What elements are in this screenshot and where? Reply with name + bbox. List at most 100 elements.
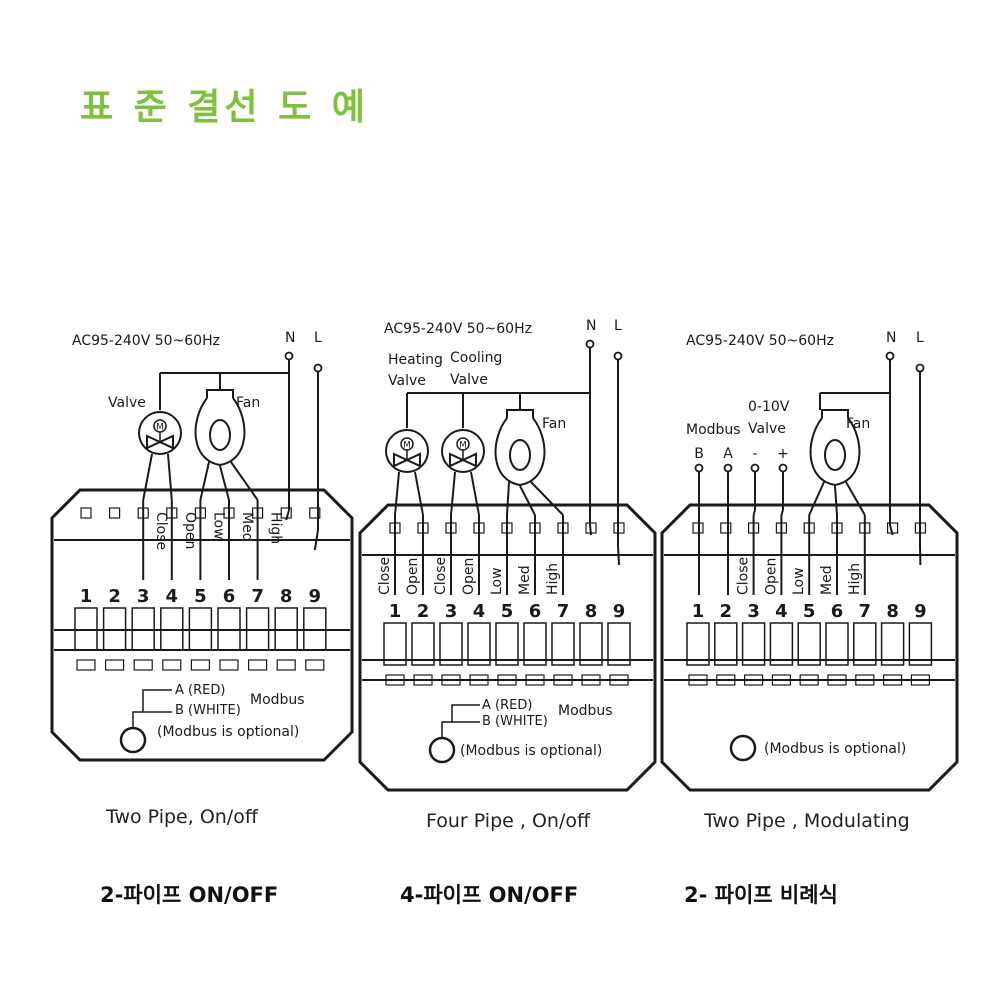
diagram-2-terminal-label-2: Close <box>433 557 449 595</box>
diagram-3-l-post <box>915 363 925 373</box>
diagram-1-modbus-b: B (WHITE) <box>175 703 241 718</box>
diagram-2-wire-5 <box>519 485 536 516</box>
diagram-2-fan-hub <box>509 439 531 471</box>
diagram-1-terminal-4 <box>160 607 184 651</box>
diagram-2-terminal-number-5: 5 <box>501 601 514 622</box>
diagram-1-connector-1 <box>80 507 92 519</box>
diagram-1-n-wire-end <box>285 509 290 521</box>
diagram-3-terminal-8 <box>880 622 905 666</box>
diagram-2-modbus-a: A (RED) <box>482 698 532 713</box>
diagram-3-modbus-top: Modbus <box>686 422 741 438</box>
diagram-1-valve-motor-valve-body <box>146 434 174 450</box>
diagram-3-wire-2 <box>808 481 825 516</box>
diagram-2-terminal-tab-5 <box>497 674 517 686</box>
diagram-3-terminal-label-2: Low <box>791 567 807 595</box>
diagram-2-terminal-number-3: 3 <box>445 601 458 622</box>
diagram-1-housing-outline <box>50 488 354 762</box>
diagram-3-power-label: AC95-240V 50~60Hz <box>686 333 834 349</box>
diagram-2-terminal-tab-3 <box>441 674 461 686</box>
diagram-1-terminal-tab-3 <box>133 659 153 671</box>
diagram-1-terminal-number-2: 2 <box>108 586 121 607</box>
diagram-2-terminal-number-2: 2 <box>417 601 430 622</box>
diagram-3-terminal-1 <box>686 622 710 666</box>
korean-caption-two-pipe: 2-파이프 ON/OFF <box>100 883 279 907</box>
diagram-1-valve-motor-symbol: M <box>156 423 164 433</box>
diagram-2-cooling-line1: Cooling <box>450 350 502 366</box>
diagram-2-wire-2 <box>450 471 456 516</box>
diagram-1-terminal-tab-9 <box>305 659 325 671</box>
diagram-1-valve-label: Valve <box>108 395 146 411</box>
diagram-3-terminal-2 <box>714 622 738 666</box>
diagram-2-terminal-2 <box>411 622 435 666</box>
diagram-3-housing-outline <box>660 503 959 792</box>
diagram-2-heating-motor-valve-body <box>393 452 421 468</box>
diagram-2-terminal-number-4: 4 <box>473 601 486 622</box>
diagram-1-terminal-tab-2 <box>104 659 125 671</box>
diagram-3-terminal-number-9: 9 <box>914 601 927 622</box>
diagram-3-terminal-tab-9 <box>910 674 931 686</box>
diagram-3-n-wire-end <box>889 524 894 536</box>
diagram-2-terminal-label-4: Low <box>489 567 505 595</box>
diagram-3-fan-top <box>821 409 849 418</box>
diagram-3-pin-2 <box>750 463 760 473</box>
diagram-3-n-post <box>885 351 895 361</box>
diagram-1-terminal-number-6: 6 <box>223 586 236 607</box>
diagram-3-terminal-6 <box>825 622 849 666</box>
diagram-2-heating-line2: Valve <box>388 373 426 389</box>
diagram-1-valve-motor: M <box>138 411 182 455</box>
diagram-2-wire-6 <box>530 481 564 516</box>
diagram-2-wire-1 <box>414 471 424 516</box>
diagram-1-terminal-tab-6 <box>219 659 239 671</box>
diagram-2-l-wire-end <box>617 544 620 566</box>
diagram-2-cooling-motor: M <box>441 429 485 473</box>
diagram-2-terminal-tab-4 <box>469 674 489 686</box>
diagram-1-terminal-5 <box>188 607 213 651</box>
diagram-2-terminal-9 <box>607 622 631 666</box>
diagram-1-terminal-number-5: 5 <box>194 586 207 607</box>
diagram-3-terminal-number-8: 8 <box>886 601 899 622</box>
diagram-3-terminal-tab-1 <box>688 674 708 686</box>
diagram-1-wire-close <box>142 453 153 501</box>
diagram-3-n-label: N <box>886 330 896 346</box>
diagram-1-modbus-optional: (Modbus is optional) <box>157 724 299 740</box>
diagram-3-pin-0 <box>694 463 704 473</box>
diagram-2-fan-top <box>506 409 534 418</box>
diagram-3-terminal-number-2: 2 <box>720 601 733 622</box>
diagram-1-modbus-port <box>119 726 147 754</box>
diagram-3-modbus-optional: (Modbus is optional) <box>764 741 906 757</box>
diagram-1-n-post <box>284 351 294 361</box>
diagram-2-heating-motor: M <box>385 429 429 473</box>
diagram-2-terminal-3 <box>439 622 463 666</box>
diagram-2-terminal-label-0: Close <box>377 557 393 595</box>
diagram-2-terminal-label-5: Med <box>517 565 533 595</box>
diagram-1-terminal-9 <box>303 607 327 651</box>
diagram-3-terminal-9 <box>908 622 933 666</box>
diagram-1-terminal-label-2: Low <box>210 512 226 540</box>
diagram-2-terminal-tab-6 <box>525 674 545 686</box>
diagram-1-terminal-tab-1 <box>76 659 96 671</box>
diagram-3-modbus-port <box>729 734 757 762</box>
diagram-2-modbus-b: B (WHITE) <box>482 714 548 729</box>
diagram-3-terminal-tab-5 <box>799 674 819 686</box>
caption-four-pipe-onoff: Four Pipe , On/off <box>426 810 591 832</box>
diagram-1-l-post <box>313 363 323 373</box>
diagram-2-terminal-7 <box>551 622 575 666</box>
diagram-3-connector-2 <box>720 522 732 534</box>
diagram-2-modbus-label: Modbus <box>558 703 613 719</box>
diagram-3-terminal-number-1: 1 <box>692 601 705 622</box>
diagram-3-terminal-7 <box>853 622 877 666</box>
diagram-2-wire-4 <box>506 481 510 516</box>
diagram-3-wire-4 <box>845 481 866 516</box>
diagram-3-terminal-label-4: High <box>847 563 863 595</box>
diagram-2-modbus-port <box>428 736 456 764</box>
diagram-2-terminal-tab-1 <box>385 674 405 686</box>
diagram-2-fan-label: Fan <box>542 416 566 432</box>
diagram-1-fan-top <box>206 389 234 398</box>
diagram-3-terminal-4 <box>769 622 794 666</box>
diagram-1-terminal-tab-4 <box>162 659 182 671</box>
diagram-2-terminal-5 <box>495 622 519 666</box>
diagram-2-cooling-line2: Valve <box>450 372 488 388</box>
diagram-1-l-wire-end <box>313 529 319 551</box>
diagram-3-valve-line2: Valve <box>748 421 786 437</box>
diagram-2-terminal-tab-7 <box>553 674 573 686</box>
